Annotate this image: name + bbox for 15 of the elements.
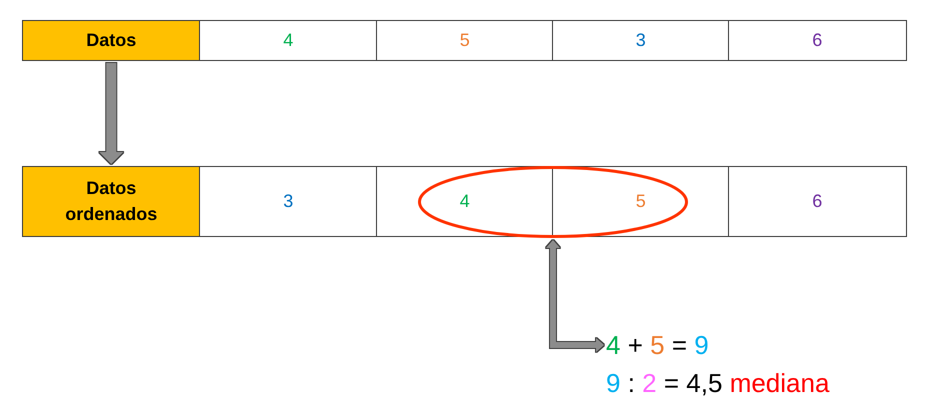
- highlight-ellipse: [418, 166, 688, 238]
- table-cell: 3: [552, 20, 730, 61]
- table-cell: 4: [199, 20, 378, 61]
- table-cell: 6: [728, 166, 906, 237]
- table-cell: 6: [728, 20, 906, 61]
- table-cell: 4: [376, 166, 554, 237]
- table-header-cell: Datos: [22, 20, 200, 61]
- table-cell: 5: [552, 166, 730, 237]
- block-arrow: [99, 63, 124, 164]
- table-cell: 3: [199, 166, 378, 237]
- equation-text: 4 + 5 = 9: [606, 329, 709, 362]
- elbow-double-arrow: [546, 240, 604, 352]
- table-cell: 5: [376, 20, 554, 61]
- equation-text: 9 : 2 = 4,5 mediana: [606, 367, 830, 400]
- table-header-cell: Datos ordenados: [22, 166, 200, 237]
